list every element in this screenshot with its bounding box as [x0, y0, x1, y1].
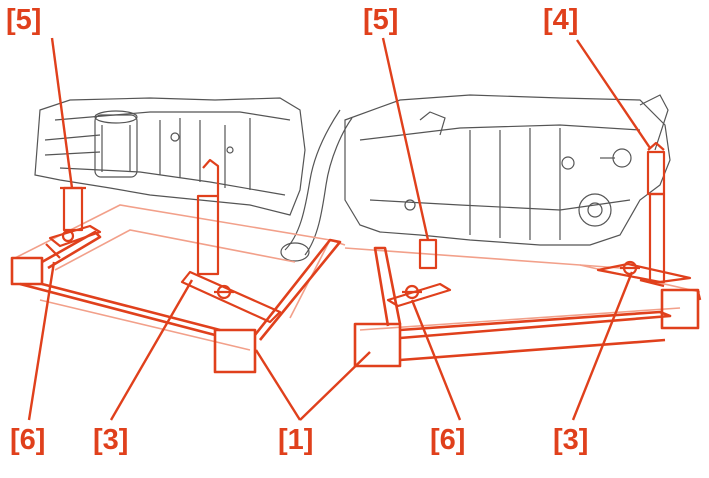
callout-label-5-right: [5]	[363, 4, 399, 36]
callout-label-5-left: [5]	[6, 4, 42, 36]
callout-label-4: [4]	[543, 4, 579, 36]
callout-label-1: [1]	[278, 424, 314, 456]
callout-label-6-right: [6]	[430, 424, 466, 456]
support-frame-rails	[14, 204, 701, 351]
callout-label-3-left: [3]	[93, 424, 129, 456]
engine-drawing	[34, 94, 671, 262]
support-frame	[10, 230, 702, 374]
support-stands	[45, 141, 692, 324]
callout-label-3-right: [3]	[553, 424, 589, 456]
callout-label-6-left: [6]	[10, 424, 46, 456]
callout-leader-lines	[27, 37, 651, 421]
